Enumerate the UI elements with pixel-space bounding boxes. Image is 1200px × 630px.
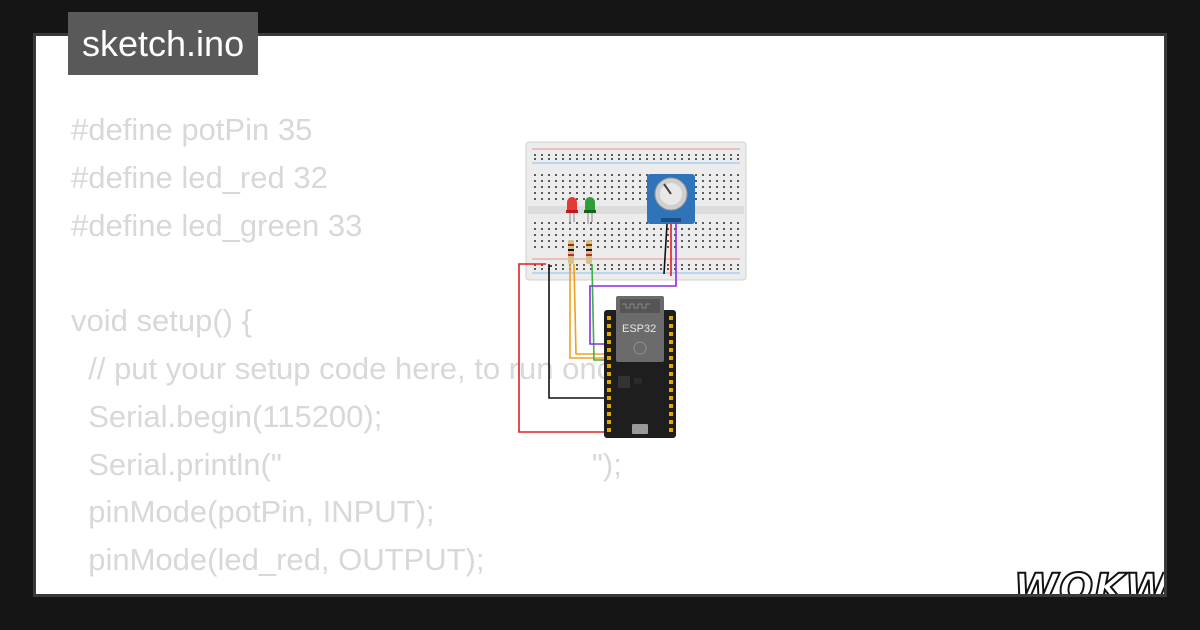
code-line: pinMode(led_red, OUTPUT);: [71, 542, 485, 578]
code-line: #define led_red 32: [71, 159, 328, 195]
brand-name: WOKWI: [1014, 566, 1167, 597]
code-line: pinMode(potPin, INPUT);: [71, 494, 435, 530]
wokwi-logo: WOKWI: [1014, 565, 1167, 597]
potentiometer: [647, 174, 695, 224]
wires: [518, 222, 677, 433]
breadboard: [525, 141, 747, 281]
circuit-diagram: ESP32: [518, 141, 747, 438]
resistor: [586, 240, 592, 264]
led-red: [566, 197, 578, 224]
file-tab: sketch.ino: [68, 12, 259, 75]
code-line: // put your setup code here, to run once…: [71, 350, 638, 386]
code-line: Serial.println(" ");: [71, 446, 622, 482]
code-line: Serial.begin(115200);: [71, 398, 383, 434]
resistor: [568, 240, 574, 264]
esp32-board: ESP32: [604, 296, 676, 438]
led-green: [584, 197, 596, 224]
preview-card: #define potPin 35 #define led_red 32 #defi…: [33, 33, 1167, 597]
code-line: #define potPin 35: [71, 112, 313, 147]
code-preview: #define potPin 35 #define led_red 32 #defi…: [71, 106, 638, 594]
board-label: ESP32: [622, 323, 656, 335]
code-line: #define led_green 33: [71, 207, 363, 243]
code-line: void setup() {: [71, 303, 252, 339]
code-line: pinMode(led_green, OUTPUT);: [71, 584, 638, 594]
